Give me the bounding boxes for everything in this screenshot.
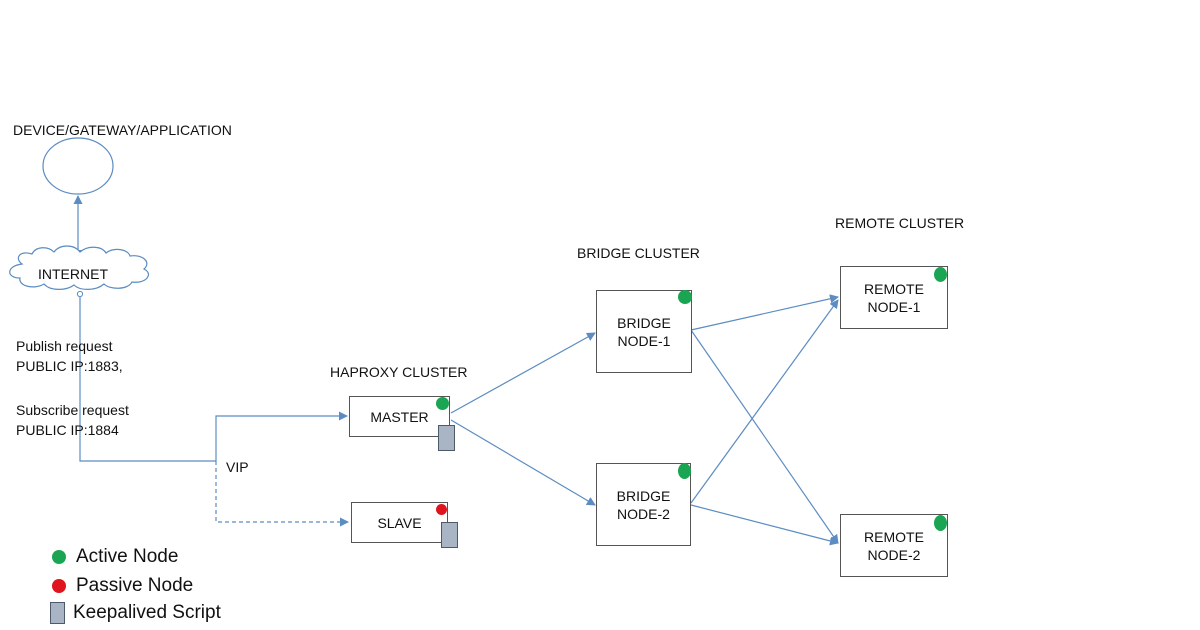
bridge-node-2-line1: BRIDGE <box>616 487 671 504</box>
remote-node-1-line1: REMOTE <box>864 280 924 297</box>
internet-cloud-icon <box>9 245 149 290</box>
bridge-node-2-active-dot-icon <box>678 463 691 479</box>
remote-node-2[interactable]: REMOTE NODE-2 <box>840 514 948 577</box>
subscribe-ip-label: PUBLIC IP:1884 <box>16 422 119 438</box>
bridge2-remote2-arrow <box>690 504 839 546</box>
bridge2-remote1-arrow <box>690 299 839 504</box>
active-dot-icon <box>52 550 66 564</box>
legend-passive: Passive Node <box>52 575 193 597</box>
remote-node-2-line1: REMOTE <box>864 528 924 545</box>
bridge-node-2[interactable]: BRIDGE NODE-2 <box>596 463 691 546</box>
remote-node-2-line2: NODE-2 <box>867 546 921 563</box>
subscribe-request-label: Subscribe request <box>16 402 129 418</box>
master-bridge2-arrow <box>450 419 596 506</box>
device-circle-icon <box>42 137 114 195</box>
bridge-node-2-line2: NODE-2 <box>617 505 670 522</box>
remote-cluster-title: REMOTE CLUSTER <box>835 215 965 231</box>
slave-label: SLAVE <box>377 514 422 531</box>
haproxy-cluster-title: HAPROXY CLUSTER <box>330 364 468 380</box>
vip-slave-arrow <box>215 461 349 527</box>
publish-ip-label: PUBLIC IP:1883, <box>16 358 123 374</box>
bridge-node-1-line2: NODE-1 <box>617 332 671 349</box>
master-label: MASTER <box>370 408 429 425</box>
keepalived-script-icon <box>50 602 65 624</box>
cloud-port-icon <box>76 290 84 298</box>
passive-dot-icon <box>52 579 66 593</box>
publish-request-label: Publish request <box>16 338 113 354</box>
remote-node-1[interactable]: REMOTE NODE-1 <box>840 266 948 329</box>
vip-label: VIP <box>226 459 249 475</box>
legend-active: Active Node <box>52 546 178 568</box>
internet-vip-line <box>79 297 216 462</box>
internet-label: INTERNET <box>38 266 108 282</box>
legend-passive-label: Passive Node <box>76 575 194 596</box>
bridge-node-1-line1: BRIDGE <box>617 314 671 331</box>
bridge1-remote1-arrow <box>690 294 839 331</box>
vip-master-arrow <box>215 411 348 461</box>
master-keepalived-script-icon <box>438 425 455 451</box>
master-bridge1-arrow <box>450 332 596 414</box>
slave-keepalived-script-icon <box>441 522 458 548</box>
remote-node-1-active-dot-icon <box>934 267 947 282</box>
bridge-cluster-title: BRIDGE CLUSTER <box>577 245 700 261</box>
master-active-dot-icon <box>436 397 449 410</box>
haproxy-master-node[interactable]: MASTER <box>349 396 450 437</box>
legend-active-label: Active Node <box>76 546 179 567</box>
bridge-node-1[interactable]: BRIDGE NODE-1 <box>596 290 692 373</box>
bridge-node-1-active-dot-icon <box>678 290 692 304</box>
legend-script-label: Keepalived Script <box>73 602 221 623</box>
slave-passive-dot-icon <box>436 504 447 515</box>
haproxy-slave-node[interactable]: SLAVE <box>351 502 448 543</box>
device-label: DEVICE/GATEWAY/APPLICATION <box>13 122 232 138</box>
bridge1-remote2-arrow <box>690 329 839 544</box>
legend-script: Keepalived Script <box>50 602 221 624</box>
remote-node-1-line2: NODE-1 <box>867 298 921 315</box>
remote-node-2-active-dot-icon <box>934 515 947 531</box>
